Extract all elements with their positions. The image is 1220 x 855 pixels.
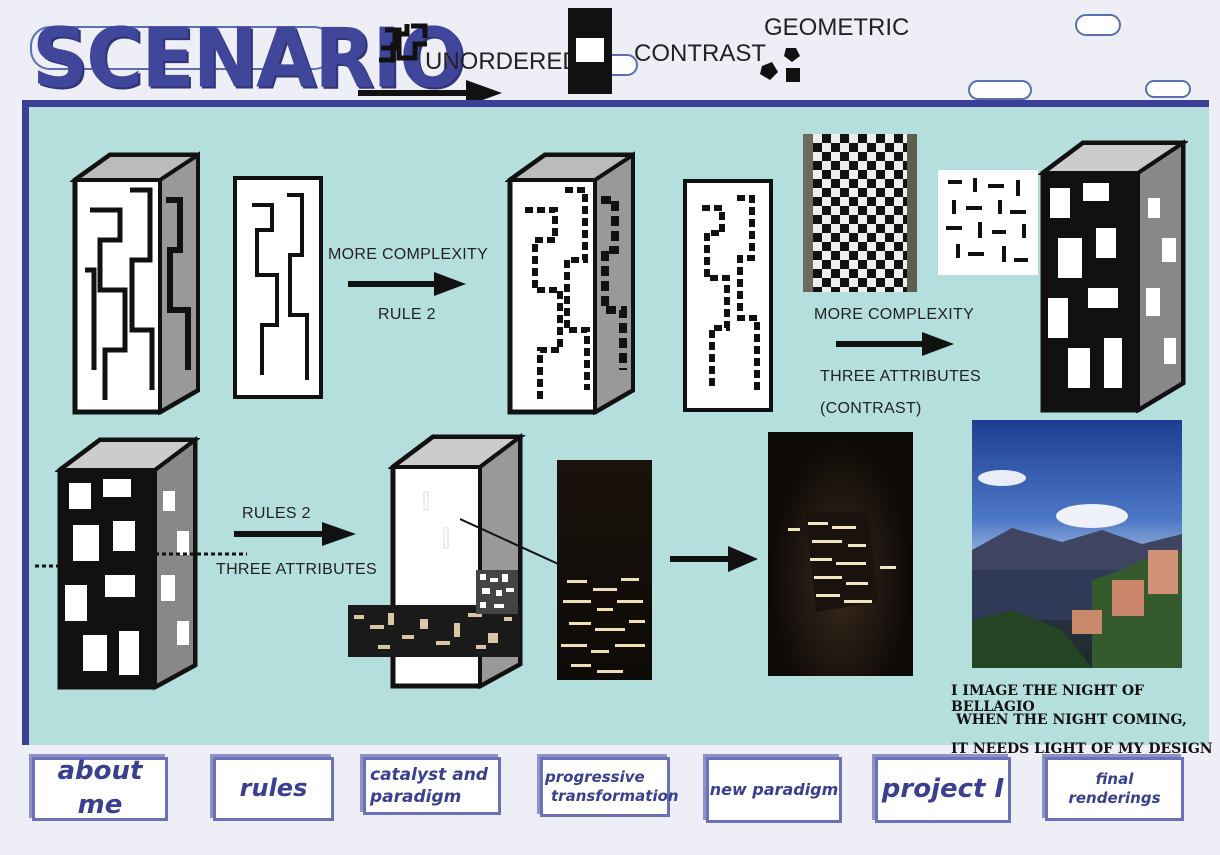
cloud-decoration [30,26,334,70]
step-arrow-1 [348,272,466,296]
lantern-photo [768,432,913,676]
step-three-attributes-1: THREE ATTRIBUTES [820,368,981,385]
pattern-2 [683,179,773,412]
box-model-2 [505,151,635,415]
nav-progressive-transformation-button[interactable]: progressive transformation [540,757,679,817]
nav-new-paradigm-label: new paradigm [709,779,839,799]
nav-final-renderings-label: final renderings [1068,769,1161,808]
header-arrow-icon [358,80,502,106]
step-arrow-4 [670,546,758,572]
step-rules-2: RULES 2 [242,505,311,522]
dashed-guide-line [35,552,247,568]
step-arrow-3 [234,522,356,546]
box-model-1 [70,151,200,416]
contrast-pattern-swatch [938,170,1038,275]
nav-catalyst-label-2: paradigm [370,787,462,807]
step-contrast-paren: (CONTRAST) [820,400,922,417]
nav-progressive-label-1: progressive [545,767,645,786]
pattern-detail [476,570,518,614]
nav-catalyst-paradigm-button[interactable]: catalyst and paradigm [363,757,501,815]
geometric-label: GEOMETRIC [764,14,910,41]
note-line-3: IT NEEDS LIGHT OF MY DESIGN [951,741,1213,757]
step-more-complexity-1: MORE COMPLEXITY [328,246,489,263]
cloud-decoration [1075,14,1121,36]
pattern-1 [233,176,323,399]
nav-catalyst-label-1: catalyst and [370,764,488,785]
step-more-complexity-2: MORE COMPLEXITY [814,306,975,323]
bellagio-photo [972,420,1182,668]
note-line-2: WHEN THE NIGHT COMING, [956,712,1187,728]
step-three-attributes-2: THREE ATTRIBUTES [216,561,377,578]
box-model-3 [1038,139,1188,414]
unordered-icon [379,23,428,63]
light-projection-photo [557,460,652,680]
nav-rules-label: rules [239,774,308,803]
nav-final-renderings-button[interactable]: final renderings [1045,757,1184,821]
nav-new-paradigm-button[interactable]: new paradigm [706,757,842,823]
step-rule-2: RULE 2 [378,306,436,323]
unordered-label: UNORDERED [425,48,580,75]
cloud-decoration [1145,80,1191,98]
box-model-4 [55,436,200,691]
contrast-label: CONTRAST [634,40,766,67]
nav-project-1-label: project I [881,774,1005,805]
note-line-1: I IMAGE THE NIGHT OF BELLAGIO [951,683,1144,715]
checkered-floor-photo [803,134,917,292]
nav-about-me-button[interactable]: about me [32,756,168,821]
nav-rules-button[interactable]: rules [213,757,334,821]
nav-progressive-label-2: transformation [551,787,679,805]
nav-about-me-label: about me [57,756,143,820]
contrast-icon [568,8,612,94]
nav-project-1-button[interactable]: project I [875,757,1011,823]
cloud-decoration [968,80,1032,100]
geometric-shapes-icon [760,48,800,82]
step-arrow-2 [836,332,954,356]
